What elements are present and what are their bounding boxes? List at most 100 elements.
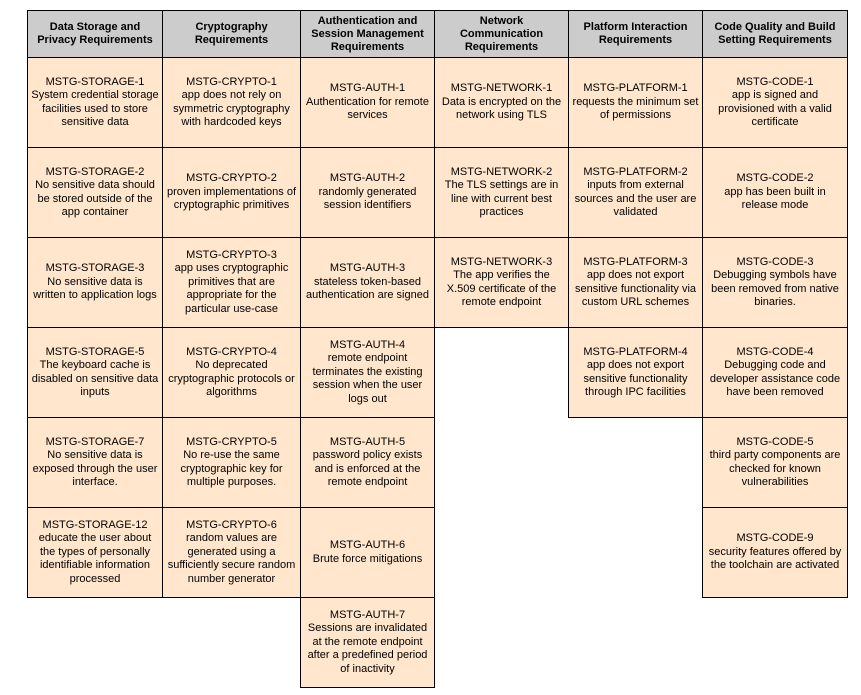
requirement-description: Data is encrypted on the network using T… xyxy=(441,95,562,122)
requirement-description: educate the user about the types of pers… xyxy=(38,532,152,585)
requirement-code: MSTG-CRYPTO-5 xyxy=(186,435,277,448)
requirement-description: random values are generated using a suff… xyxy=(167,532,296,585)
requirement-description: No sensitive data is written to applicat… xyxy=(33,275,157,302)
column-header-storage: Data Storage and Privacy Requirements xyxy=(27,10,163,58)
requirement-description: inputs from external sources and the use… xyxy=(574,179,697,218)
requirement-description: third party components are checked for k… xyxy=(709,449,841,488)
requirement-description: No deprecated cryptographic protocols or… xyxy=(168,359,295,398)
requirement-code: MSTG-AUTH-7 xyxy=(329,608,406,621)
requirement-description: app does not rely on symmetric cryptogra… xyxy=(173,89,290,128)
requirement-code: MSTG-STORAGE-7 xyxy=(45,435,145,448)
requirement-description: No sensitive data is exposed through the… xyxy=(32,449,158,488)
requirement-description: requests the minimum set of permissions xyxy=(572,95,699,122)
column-header-crypto: Cryptography Requirements xyxy=(162,10,301,58)
requirement-code: MSTG-CODE-1 xyxy=(736,75,814,88)
requirement-description: app has been built in release mode xyxy=(724,185,826,212)
column-header-platform: Platform Interaction Requirements xyxy=(568,10,703,58)
requirement-code: MSTG-AUTH-4 xyxy=(329,338,406,351)
requirement-description: Debugging code and developer assistance … xyxy=(709,359,841,398)
requirement-description: Authentication for remote services xyxy=(306,95,429,122)
requirement-description: The TLS settings are in line with curren… xyxy=(444,179,559,218)
requirement-code: MSTG-CODE-4 xyxy=(736,345,814,358)
requirement-code: MSTG-PLATFORM-3 xyxy=(583,255,688,268)
column-code: Code Quality and Build Setting Requireme… xyxy=(702,10,848,598)
requirement-code: MSTG-STORAGE-2 xyxy=(45,165,145,178)
requirement-code: MSTG-CRYPTO-2 xyxy=(186,172,277,185)
requirement-code: MSTG-STORAGE-12 xyxy=(42,518,148,531)
requirement-description: app is signed and provisioned with a val… xyxy=(718,89,832,128)
requirement-code: MSTG-AUTH-6 xyxy=(329,539,406,551)
requirement-description: remote endpoint terminates the existing … xyxy=(312,352,423,405)
requirement-code: MSTG-STORAGE-3 xyxy=(45,262,145,275)
requirement-description: randomly generated session identifiers xyxy=(318,185,417,212)
requirement-description: The app verifies the X.509 certificate o… xyxy=(446,269,557,308)
column-header-auth: Authentication and Session Management Re… xyxy=(300,10,435,58)
requirement-description: Debugging symbols have been removed from… xyxy=(711,269,839,308)
requirement-code: MSTG-AUTH-3 xyxy=(329,262,406,275)
requirement-description: app uses cryptographic primitives that a… xyxy=(174,262,289,315)
requirement-description: app does not export sensitive functional… xyxy=(583,359,688,398)
requirement-description: stateless token-based authentication are… xyxy=(306,275,429,302)
requirement-code: MSTG-CODE-5 xyxy=(736,435,814,448)
requirement-description: No sensitive data should be stored outsi… xyxy=(35,179,155,218)
requirement-code: MSTG-CRYPTO-3 xyxy=(186,248,277,261)
requirement-description: Sessions are invalidated at the remote e… xyxy=(307,622,428,675)
requirement-code: MSTG-STORAGE-1 xyxy=(45,75,145,88)
requirement-description: proven implementations of cryptographic … xyxy=(166,185,296,212)
requirement-code: MSTG-PLATFORM-2 xyxy=(583,165,688,178)
requirement-code: MSTG-NETWORK-1 xyxy=(450,82,553,95)
requirement-code: MSTG-PLATFORM-1 xyxy=(583,82,688,95)
requirement-description: app does not export sensitive functional… xyxy=(574,269,697,308)
requirement-description: System credential storage facilities use… xyxy=(31,89,159,128)
requirement-code: MSTG-NETWORK-2 xyxy=(450,165,553,178)
requirement-code: MSTG-CRYPTO-6 xyxy=(186,518,277,531)
requirement-code: MSTG-AUTH-1 xyxy=(329,82,406,95)
requirement-description: No re-use the same cryptographic key for… xyxy=(180,449,283,488)
column-header-code: Code Quality and Build Setting Requireme… xyxy=(702,10,848,58)
requirement-code: MSTG-CRYPTO-1 xyxy=(186,75,277,88)
column-auth: Authentication and Session Management Re… xyxy=(300,10,435,688)
requirement-description: security features offered by the toolcha… xyxy=(708,545,842,572)
requirement-code: MSTG-CRYPTO-4 xyxy=(186,345,277,358)
requirement-code: MSTG-CODE-2 xyxy=(736,172,814,185)
requirement-code: MSTG-AUTH-5 xyxy=(329,435,406,448)
requirement-code: MSTG-CODE-9 xyxy=(736,532,814,545)
requirement-code: MSTG-NETWORK-3 xyxy=(450,255,553,268)
requirement-code: MSTG-AUTH-2 xyxy=(329,172,406,185)
